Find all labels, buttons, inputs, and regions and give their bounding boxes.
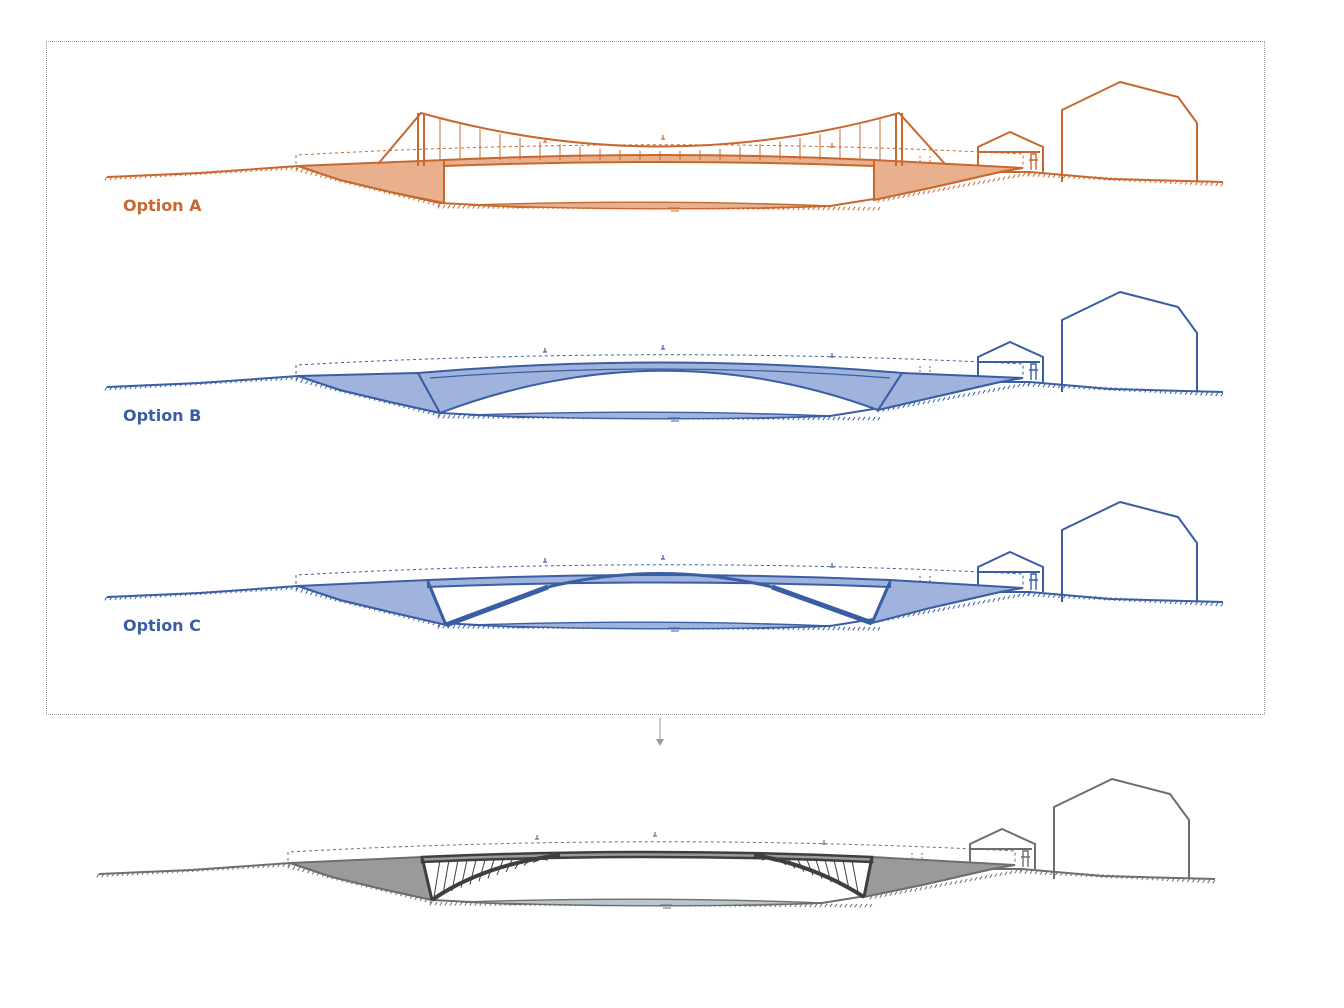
person-figure-2 [830,353,834,358]
abutment-left [289,855,434,902]
person-figure-1 [661,345,665,350]
centre-arch [547,572,773,589]
river-mark [668,417,680,422]
ground-hatch-left [96,862,291,878]
person-figure-1 [661,555,665,560]
ground-hatch-left [104,165,299,181]
house [1061,291,1198,392]
river [469,201,831,210]
raking-struts [445,584,873,628]
ground-hatch-right [1027,382,1224,397]
balustrade-dashed [287,841,1016,865]
abutment-right [873,158,1024,202]
river [461,898,823,907]
deck [420,850,874,864]
person-figure-2 [830,143,834,148]
deck [443,154,875,168]
ground-hatch-right [1027,592,1224,607]
options-frame [46,41,1265,715]
person-figure-0 [535,835,539,840]
option-b-label: Option B [123,406,202,425]
arch-deck [416,361,904,415]
shed [977,130,1044,172]
river-mark [668,627,680,632]
section-strut-frame [104,501,1224,632]
shed [977,550,1044,592]
person-figure-2 [830,563,834,568]
person-figure-1 [661,135,665,140]
balustrade-dashed [295,564,1024,588]
ground-hatch-right [1019,869,1216,884]
section-arch [104,291,1224,422]
main-cable [377,111,946,165]
abutment-left [297,371,442,415]
person-at-shed [1029,153,1038,170]
abutment-right [870,578,1024,625]
piers [426,581,892,626]
person-figure-0 [543,558,547,563]
pylons [417,113,903,166]
person-at-shed [1021,850,1030,867]
river [469,621,831,630]
deck [427,574,891,589]
house [1061,501,1198,602]
abutment-left [297,578,448,627]
option-a-label: Option A [123,196,202,215]
ground-hatch-slope-right [877,171,1031,203]
option-c-label: Option C [123,616,201,635]
arch-lines [417,368,903,414]
shed [969,827,1036,869]
river [469,411,831,420]
balustrade-dashed [295,144,1024,168]
ground-hatch-left [104,585,299,601]
hangers [439,118,881,160]
piers [420,856,874,901]
shed [977,340,1044,382]
person-at-shed [1029,573,1038,590]
abutment-right [875,371,1024,412]
house [1061,81,1198,182]
person-figure-1 [653,832,657,837]
abutment-left [297,158,445,205]
person-figure-0 [543,348,547,353]
house [1053,778,1190,879]
river-mark [668,207,680,212]
person-figure-2 [822,840,826,845]
ground-hatch-left [104,375,299,391]
arrow-head [656,739,664,746]
ground-hatch-right [1027,172,1224,187]
ground-hatch-slope-right [869,868,1023,900]
section-raking-strut [96,778,1216,909]
strut-infill [433,857,859,898]
abutment-right [862,855,1016,899]
person-at-shed [1029,363,1038,380]
river-mark [660,904,672,909]
section-suspension [104,81,1224,212]
balustrade-dashed [295,354,1024,378]
